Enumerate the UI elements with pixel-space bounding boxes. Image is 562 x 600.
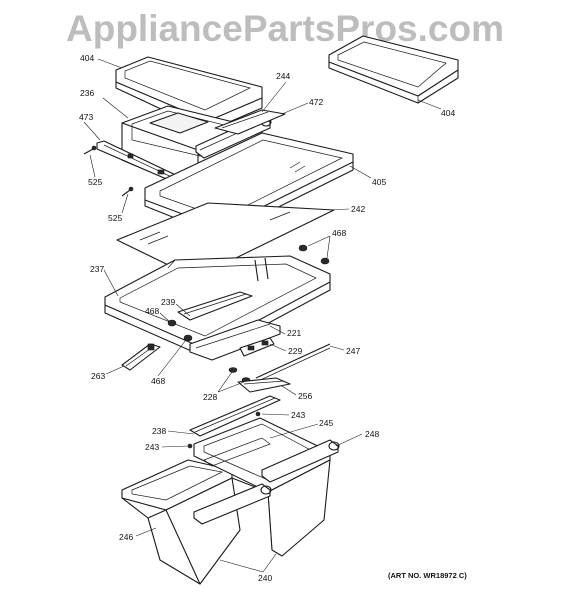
clips-468-upper xyxy=(298,244,330,265)
label-246: 246 xyxy=(119,532,134,542)
crisper-handle-245 xyxy=(193,483,272,525)
label-525-lower: 525 xyxy=(108,213,123,223)
label-263: 263 xyxy=(91,371,106,381)
label-243-lower: 243 xyxy=(145,442,160,452)
label-468-upper: 468 xyxy=(332,228,347,238)
label-237: 237 xyxy=(90,264,105,274)
label-242: 242 xyxy=(351,204,366,214)
label-404-left: 404 xyxy=(80,53,95,63)
slide-rail-256 xyxy=(237,377,291,393)
label-228: 228 xyxy=(203,392,218,402)
crisper-drawer-left xyxy=(121,459,241,585)
art-number: (ART NO. WR18972 C) xyxy=(388,571,467,580)
label-240: 240 xyxy=(258,573,273,583)
label-472: 472 xyxy=(309,97,324,107)
roller-228 xyxy=(228,367,251,383)
label-229: 229 xyxy=(288,346,303,356)
crisper-drawer-right xyxy=(193,417,331,557)
label-221: 221 xyxy=(287,328,302,338)
screw-525-upper xyxy=(83,145,97,155)
label-236: 236 xyxy=(80,88,95,98)
label-245: 245 xyxy=(319,418,334,428)
rail-472 xyxy=(214,109,286,135)
cover-front-221 xyxy=(189,319,281,361)
label-468-middle: 468 xyxy=(145,306,160,316)
clips-468-middle xyxy=(167,319,193,342)
label-243-upper: 243 xyxy=(291,410,306,420)
label-405: 405 xyxy=(372,177,387,187)
screw-525-lower xyxy=(121,186,134,197)
label-473: 473 xyxy=(79,112,94,122)
leader-lines xyxy=(83,58,442,573)
label-404-right: 404 xyxy=(441,108,456,118)
label-239: 239 xyxy=(161,297,176,307)
shelf-404-right xyxy=(328,35,459,104)
label-525-upper: 525 xyxy=(88,177,103,187)
watermark: AppliancePartsPros.com xyxy=(66,8,504,49)
inner-rail-239 xyxy=(177,291,253,321)
label-256: 256 xyxy=(298,391,313,401)
crisper-handle-248 xyxy=(261,439,340,483)
bracket-229 xyxy=(239,337,275,357)
label-248: 248 xyxy=(365,429,380,439)
label-247: 247 xyxy=(346,346,361,356)
label-244: 244 xyxy=(276,71,291,81)
label-238: 238 xyxy=(152,426,167,436)
label-468-lower: 468 xyxy=(151,376,166,386)
long-rail xyxy=(187,395,281,449)
side-slide-263 xyxy=(121,343,161,371)
rod-247 xyxy=(255,343,331,383)
